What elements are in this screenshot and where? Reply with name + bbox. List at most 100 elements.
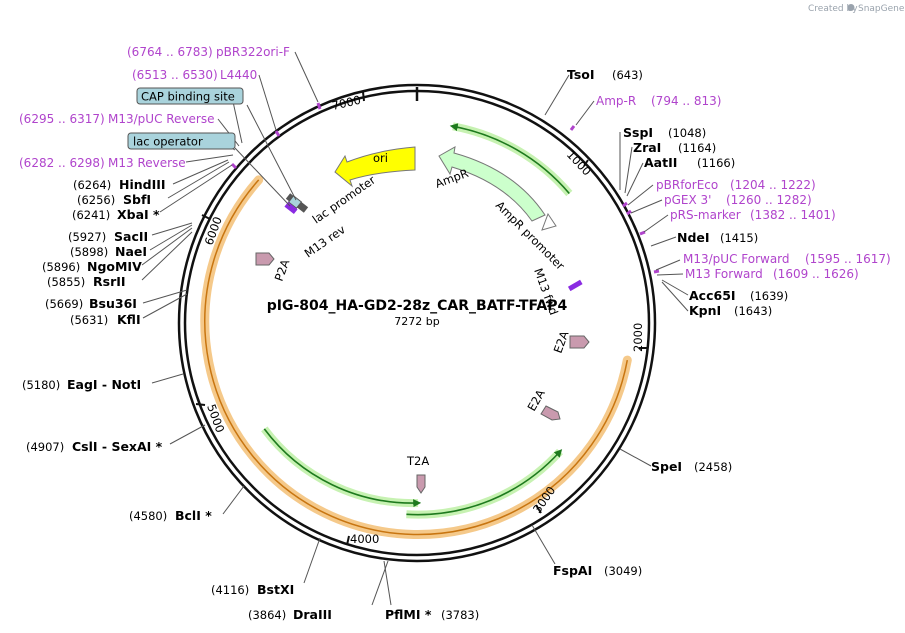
orf-lower-left-arrow <box>263 428 422 508</box>
enzyme-spei-pos: (2458) <box>694 460 732 474</box>
credit-text: Created by <box>808 4 858 14</box>
enzyme-ngomiv-pos: (5896) <box>42 260 80 274</box>
primer-l4440-range: (6513 .. 6530) <box>132 68 218 82</box>
cap-binding-site-box[interactable] <box>136 87 244 105</box>
primer-amp-r-range: (794 .. 813) <box>651 94 721 108</box>
enzyme-kfli-pos: (5631) <box>70 313 108 327</box>
enzyme-sspi[interactable]: SspI <box>623 125 653 140</box>
enzyme-hindiii[interactable]: HindIII <box>119 177 166 192</box>
ampr-promoter-feature[interactable] <box>541 212 557 231</box>
tick-7000-mark <box>362 91 365 102</box>
tick-1000: 1000 <box>564 147 594 178</box>
snapgene-logo: SnapGene <box>858 4 905 14</box>
primer-marks <box>230 102 660 274</box>
m13-rev-primer-mark[interactable] <box>284 201 298 215</box>
tick-3000-mark <box>535 504 542 514</box>
primer-l4440[interactable]: L4440 <box>220 68 257 82</box>
enzyme-zrai-pos: (1164) <box>678 141 716 155</box>
primer-amp-r[interactable]: Amp-R <box>596 94 636 108</box>
enzyme-labels-left: DraIII (3864) BstXI (4116) BclI * (4580)… <box>22 177 332 622</box>
enzyme-kfli[interactable]: KflI <box>117 312 141 327</box>
backbone-outer <box>177 83 657 563</box>
enzyme-eagi-noti[interactable]: EagI - NotI <box>67 377 141 392</box>
primer-m13-puc-reverse[interactable]: M13/pUC Reverse <box>108 112 215 126</box>
t2a-feature[interactable] <box>416 474 426 494</box>
enzyme-bsu36i[interactable]: Bsu36I <box>89 296 137 311</box>
enzyme-spei[interactable]: SpeI <box>651 459 682 474</box>
lac-operator-label: lac operator <box>133 135 203 149</box>
primer-prs-marker-range: (1382 .. 1401) <box>750 208 836 222</box>
enzyme-sbfi-pos: (6256) <box>77 193 115 207</box>
tick-1000-mark <box>583 159 589 167</box>
lac-operator-box[interactable] <box>127 132 236 150</box>
enzyme-rsrii[interactable]: RsrII <box>93 274 126 289</box>
primer-m13-forward[interactable]: M13 Forward <box>685 267 763 281</box>
enzyme-tsoi[interactable]: TsoI <box>567 67 595 82</box>
enzyme-csli-sexai[interactable]: CslI - SexAI * <box>72 439 163 454</box>
enzyme-sbfi[interactable]: SbfI <box>123 192 151 207</box>
enzyme-pflmi-pos: (3783) <box>441 608 479 622</box>
enzyme-bsu36i-pos: (5669) <box>45 297 83 311</box>
e2a-label-1: E2A <box>551 329 572 355</box>
plasmid-name: pIG-804_HA-GD2-28z_CAR_BATF-TFAP4 <box>267 298 568 314</box>
enzyme-bstxi-pos: (4116) <box>211 583 249 597</box>
enzyme-acc65i[interactable]: Acc65I <box>689 288 736 303</box>
primer-pbrforeco[interactable]: pBRforEco <box>656 178 718 192</box>
m13-fwd-primer-mark[interactable] <box>567 279 583 292</box>
primer-pgex3-range: (1260 .. 1282) <box>726 193 812 207</box>
enzyme-fspai-pos: (3049) <box>604 564 642 578</box>
primer-labels: Amp-R (794 .. 813) pBRforEco (1204 .. 12… <box>19 45 891 281</box>
enzyme-kpni[interactable]: KpnI <box>689 303 721 318</box>
enzyme-sspi-pos: (1048) <box>668 126 706 140</box>
lac-promoter-label: lac promoter <box>310 173 379 227</box>
enzyme-naei-pos: (5898) <box>70 245 108 259</box>
m13-rev-label: M13 rev <box>302 222 348 260</box>
orf-ring <box>200 175 632 539</box>
enzyme-xbai[interactable]: XbaI * <box>117 207 160 222</box>
enzyme-naei[interactable]: NaeI <box>115 244 147 259</box>
primer-pbr322ori-f[interactable]: pBR322ori-F <box>216 45 290 59</box>
enzyme-aatii[interactable]: AatII <box>644 155 677 170</box>
ampr-feature[interactable] <box>438 146 546 222</box>
lac-operator-feature[interactable] <box>287 195 303 209</box>
enzyme-bcli-pos: (4580) <box>129 509 167 523</box>
tick-4000: 4000 <box>350 532 379 546</box>
enzyme-xbai-pos: (6241) <box>72 208 110 222</box>
enzyme-draiii-pos: (3864) <box>248 608 286 622</box>
enzyme-zrai[interactable]: ZraI <box>633 140 661 155</box>
enzyme-fspai[interactable]: FspAI <box>553 563 592 578</box>
primer-m13-puc-forward[interactable]: M13/pUC Forward <box>683 252 790 266</box>
primer-m13-forward-range: (1609 .. 1626) <box>773 267 859 281</box>
enzyme-labels-right: TsoI (643) SspI (1048) ZraI (1164) AatII… <box>385 67 788 622</box>
enzyme-bstxi[interactable]: BstXI <box>257 582 294 597</box>
plasmid-size: 7272 bp <box>394 315 439 328</box>
e2a-feature-2[interactable] <box>540 405 561 421</box>
enzyme-rsrii-pos: (5855) <box>47 275 85 289</box>
enzyme-hindiii-pos: (6264) <box>73 178 111 192</box>
primer-pbrforeco-range: (1204 .. 1222) <box>730 178 816 192</box>
enzyme-sacii[interactable]: SacII <box>114 229 148 244</box>
primer-pgex3[interactable]: pGEX 3' <box>664 193 711 207</box>
ampr-label: AmpR <box>433 166 470 191</box>
e2a-feature-1[interactable] <box>569 335 590 349</box>
enzyme-draiii[interactable]: DraIII <box>293 607 332 622</box>
p2a-feature[interactable] <box>255 252 275 266</box>
amp-orf-arrow <box>449 123 570 195</box>
tick-5000-mark <box>195 403 206 406</box>
primer-pbr322ori-f-range: (6764 .. 6783) <box>127 45 213 59</box>
ori-feature[interactable] <box>334 146 416 188</box>
enzyme-bcli[interactable]: BclI * <box>175 508 212 523</box>
primer-m13-reverse[interactable]: M13 Reverse <box>108 156 186 170</box>
enzyme-acc65i-pos: (1639) <box>750 289 788 303</box>
primer-prs-marker[interactable]: pRS-marker <box>670 208 741 222</box>
orf-lower-right-arrow <box>406 449 563 516</box>
enzyme-ndei[interactable]: NdeI <box>677 230 710 245</box>
enzyme-pflmi[interactable]: PflMI * <box>385 607 432 622</box>
tick-4000-mark <box>346 535 350 546</box>
primer-m13-puc-forward-range: (1595 .. 1617) <box>805 252 891 266</box>
enzyme-eagi-noti-pos: (5180) <box>22 378 60 392</box>
t2a-label: T2A <box>406 454 429 468</box>
enzyme-ngomiv[interactable]: NgoMIV <box>87 259 142 274</box>
enzyme-tsoi-pos: (643) <box>612 68 643 82</box>
ori-label: ori <box>373 151 388 165</box>
